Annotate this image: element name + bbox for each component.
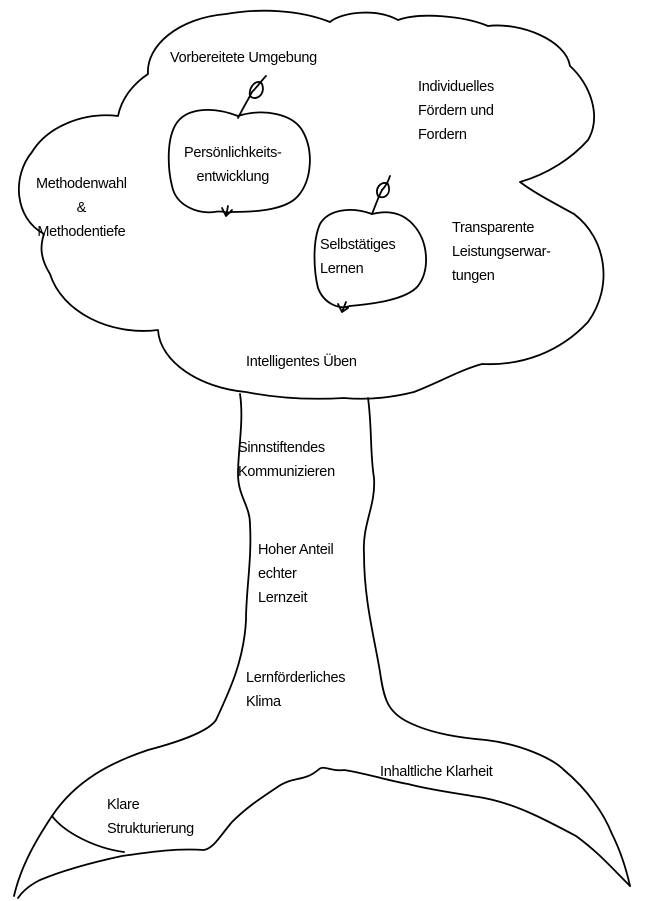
tree-crown-outline bbox=[18, 9, 605, 400]
apple-persoenlichkeit bbox=[167, 109, 311, 214]
root-left-lobe bbox=[51, 815, 125, 853]
label-inhaltliche-klarheit: Inhaltliche Klarheit bbox=[380, 764, 493, 780]
apple-leaf-1 bbox=[248, 81, 264, 99]
label-transparente-leistungserwartungen: Transparente Leistungserwar- tungen bbox=[452, 220, 551, 284]
label-methodenwahl: Methodenwahl & Methodentiefe bbox=[36, 176, 127, 240]
apple-stem-1 bbox=[237, 91, 253, 119]
apple-stem-2 bbox=[371, 189, 383, 215]
label-vorbereitete-umgebung: Vorbereitete Umgebung bbox=[170, 50, 317, 66]
label-individuelles-foerdern: Individuelles Fördern und Fordern bbox=[418, 79, 494, 143]
trunk-left-outline bbox=[13, 393, 252, 897]
root-right-outline bbox=[563, 769, 631, 887]
apple-leaf-1b bbox=[251, 75, 267, 93]
label-hoher-anteil-lernzeit: Hoher Anteil echter Lernzeit bbox=[258, 542, 334, 606]
label-persoenlichkeitsentwicklung: Persönlichkeits- entwicklung bbox=[184, 145, 282, 185]
apple-selbstaetig bbox=[313, 209, 427, 309]
label-klare-strukturierung: Klare Strukturierung bbox=[107, 797, 194, 837]
apple-leaf-2 bbox=[376, 182, 390, 199]
label-lernfoerderliches-klima: Lernförderliches Klima bbox=[246, 670, 346, 710]
root-bottom-outline bbox=[17, 766, 631, 899]
apple-blossom-2 bbox=[337, 301, 349, 313]
label-sinnstiftendes-kommunizieren: Sinnstiftendes Kommunizieren bbox=[238, 440, 335, 480]
trunk-right-outline bbox=[362, 397, 565, 771]
apple-blossom-1 bbox=[221, 205, 233, 217]
label-selbstaetiges-lernen: Selbstätiges Lernen bbox=[320, 237, 396, 277]
label-intelligentes-ueben: Intelligentes Üben bbox=[246, 354, 357, 370]
apple-leaf-2b bbox=[381, 175, 391, 191]
